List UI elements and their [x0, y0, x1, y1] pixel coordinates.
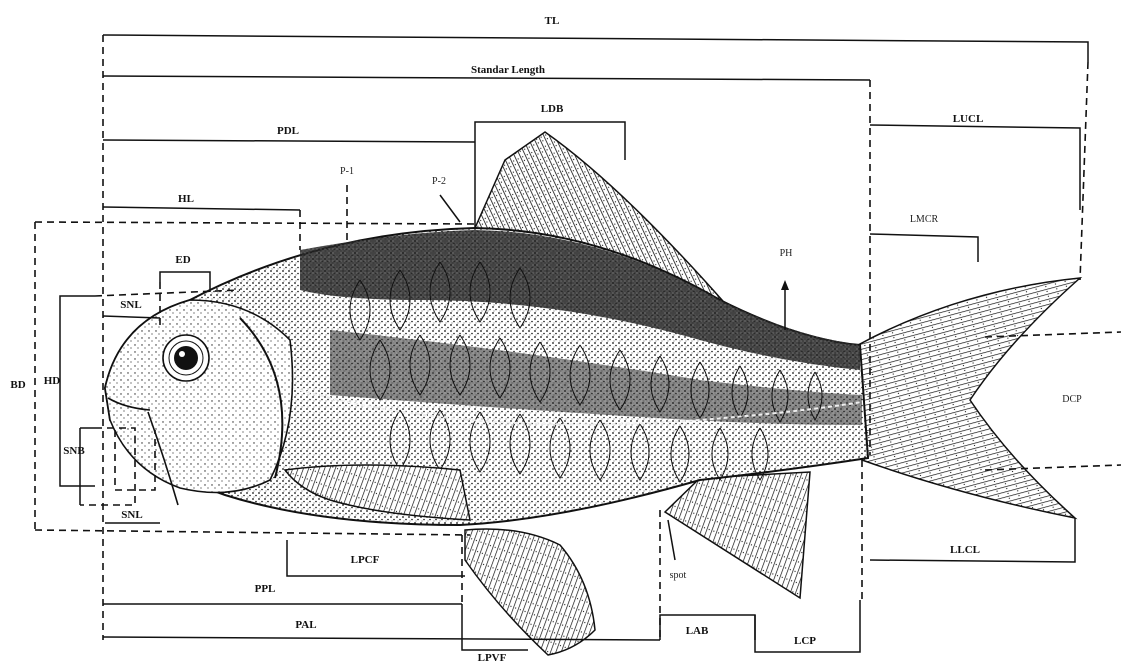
bd-bottom: [35, 530, 470, 535]
label-dcp: DCP: [1062, 394, 1082, 405]
label-tl: TL: [545, 15, 560, 27]
label-lmcr: LMCR: [910, 214, 939, 225]
caudal-fin: [858, 278, 1080, 518]
label-snl-top: SNL: [120, 299, 141, 311]
label-lucl: LUCL: [953, 113, 984, 125]
lmcr-line: [870, 234, 978, 262]
label-standard-length: Standar Length: [471, 64, 545, 76]
tl-extension-right: [1080, 62, 1088, 280]
lucl-line: [870, 125, 1080, 210]
bd-top: [35, 222, 475, 224]
ed-line: [160, 272, 210, 292]
label-ed: ED: [175, 254, 190, 266]
fish-illustration: [105, 132, 1080, 655]
fish-head: [105, 300, 293, 493]
snb-line: [80, 428, 95, 505]
p2-marker: [440, 195, 460, 222]
hd-line: [60, 296, 95, 486]
pelvic-fin: [465, 529, 595, 655]
label-bd: BD: [10, 379, 25, 391]
eye: [163, 335, 209, 381]
label-hl: HL: [178, 193, 194, 205]
label-pal: PAL: [295, 619, 316, 631]
label-snl-bottom: SNL: [121, 509, 142, 521]
label-spot: spot: [670, 570, 687, 581]
label-snb: SNB: [63, 445, 85, 457]
label-ldb: LDB: [541, 103, 564, 115]
label-ph: PH: [780, 248, 793, 259]
label-lpcf: LPCF: [351, 554, 380, 566]
tl-line: [103, 35, 1088, 62]
label-pdl: PDL: [277, 125, 299, 137]
label-p1: P-1: [340, 166, 354, 177]
label-hd: HD: [44, 375, 61, 387]
standard-length-line: [103, 76, 870, 80]
label-lab: LAB: [686, 625, 709, 637]
anal-fin: [665, 472, 810, 598]
label-p2: P-2: [432, 176, 446, 187]
label-ppl: PPL: [255, 583, 276, 595]
hl-line: [103, 207, 300, 210]
label-lcp: LCP: [794, 635, 816, 647]
spot-marker: [668, 520, 675, 560]
label-lpvf: LPVF: [478, 652, 507, 662]
ph-arrowhead: [781, 280, 789, 290]
label-llcl: LLCL: [950, 544, 980, 556]
pdl-line: [103, 140, 475, 142]
